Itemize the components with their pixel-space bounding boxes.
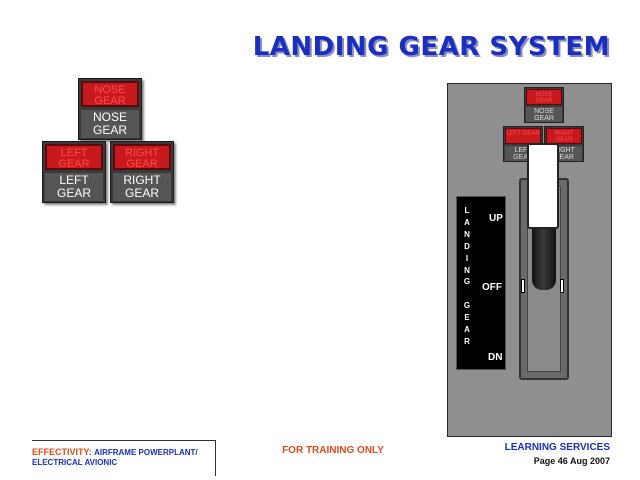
nose-gear-label: NOSE GEAR [81,110,139,138]
placard-vertical-text: L A N D I N G G E A R [462,205,472,348]
right-gear-indicator: RIGHT GEAR RIGHT GEAR [110,141,174,203]
training-notice: FOR TRAINING ONLY [282,445,384,456]
position-up-label: UP [489,213,503,224]
placard-letter: R [464,336,470,346]
gear-lever-stem[interactable] [532,226,556,290]
position-off-label: OFF [482,282,502,293]
nose-gear-lamp: NOSE GEAR [81,81,139,107]
placard-letter: N [464,229,470,239]
right-gear-lamp: RIGHT GEAR [113,144,171,170]
panel-nose-gear-indicator: NOSE GEAR NOSE GEAR [524,87,564,123]
effectivity-label: EFFECTIVITY: [32,447,92,457]
panel-left-gear-lamp: LEFT GEAR [505,128,541,144]
placard-letter: G [463,277,471,287]
placard-letter: A [464,217,470,227]
page-title: LANDING GEAR SYSTEM [252,32,610,62]
placard-letter: N [464,265,470,275]
learning-services-label: LEARNING SERVICES [504,442,610,453]
page-info: Page 46 Aug 2007 [533,456,610,466]
placard-letter: G [463,301,471,311]
placard-letter: D [464,241,470,251]
gear-lever-handle[interactable] [527,143,559,229]
effectivity-block: EFFECTIVITY: AIRFRAME POWERPLANT/ ELECTR… [32,440,216,476]
position-dn-label: DN [488,352,503,363]
off-detent-left [521,279,525,293]
placard-letter: I [465,253,469,263]
panel-nose-gear-lamp: NOSE GEAR [526,89,562,105]
panel-right-gear-lamp: RIGHT GEAR [546,128,582,144]
placard-letter: E [464,313,470,323]
left-gear-lamp: LEFT GEAR [45,144,103,170]
panel-nose-gear-label: NOSE GEAR [526,107,562,122]
off-detent-right [560,279,564,293]
placard-letter: A [464,325,470,335]
right-gear-label: RIGHT GEAR [113,173,171,201]
landing-gear-placard: L A N D I N G G E A R UP OFF DN [456,196,506,370]
nose-gear-indicator: NOSE GEAR NOSE GEAR [78,78,142,140]
left-gear-label: LEFT GEAR [45,173,103,201]
left-gear-indicator: LEFT GEAR LEFT GEAR [42,141,106,203]
placard-letter [462,288,472,300]
effectivity-value: AIRFRAME POWERPLANT/ ELECTRICAL AVIONIC [32,448,198,467]
placard-letter: L [464,206,470,215]
